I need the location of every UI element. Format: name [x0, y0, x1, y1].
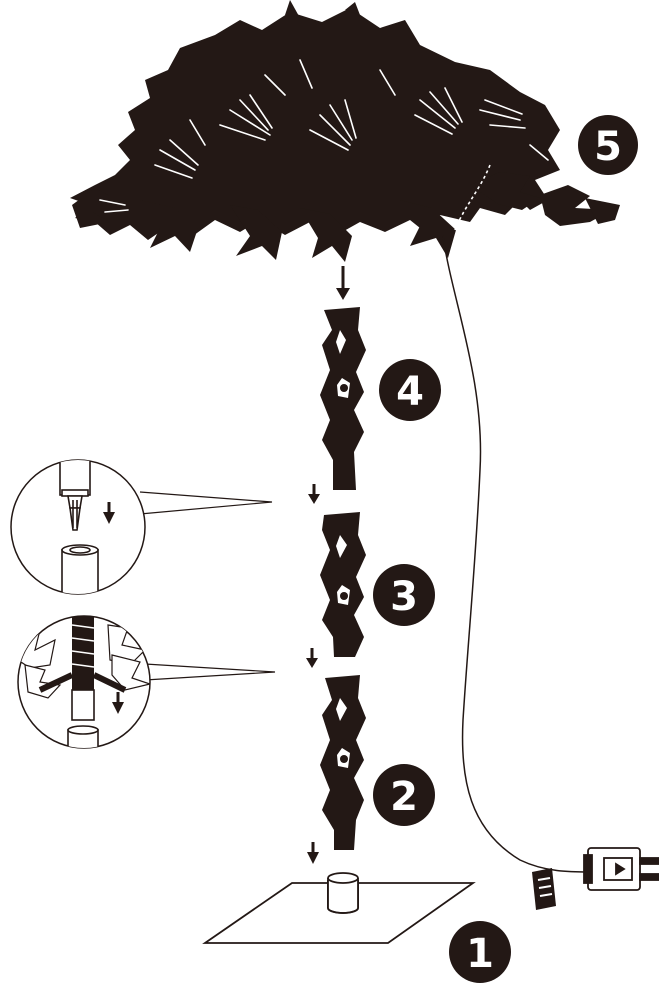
trunk-section-middle [320, 512, 366, 657]
svg-text:3: 3 [390, 574, 418, 620]
svg-text:5: 5 [594, 124, 622, 170]
base-stand [205, 873, 473, 943]
step-badge-3: 3 [373, 564, 435, 626]
svg-text:4: 4 [396, 369, 424, 415]
down-arrow-icon [306, 648, 318, 668]
svg-text:1: 1 [466, 931, 494, 977]
cord-warning-tag [532, 868, 556, 910]
step-badge-2: 2 [373, 764, 435, 826]
down-arrow-icon [336, 266, 350, 300]
plug-icon [584, 848, 659, 890]
step-badge-5: 5 [578, 115, 638, 175]
svg-text:2: 2 [390, 774, 418, 820]
trunk-section-bottom [320, 675, 366, 850]
down-arrow-icon [307, 842, 319, 864]
step-badge-4: 4 [379, 359, 441, 421]
detail-callout-connector [11, 455, 272, 610]
detail-callout-branch-joint [18, 612, 275, 750]
step-badge-1: 1 [449, 921, 511, 983]
down-arrow-icon [308, 484, 320, 504]
power-cord [443, 236, 590, 872]
trunk-section-upper [320, 307, 366, 490]
tree-canopy [70, 0, 620, 262]
